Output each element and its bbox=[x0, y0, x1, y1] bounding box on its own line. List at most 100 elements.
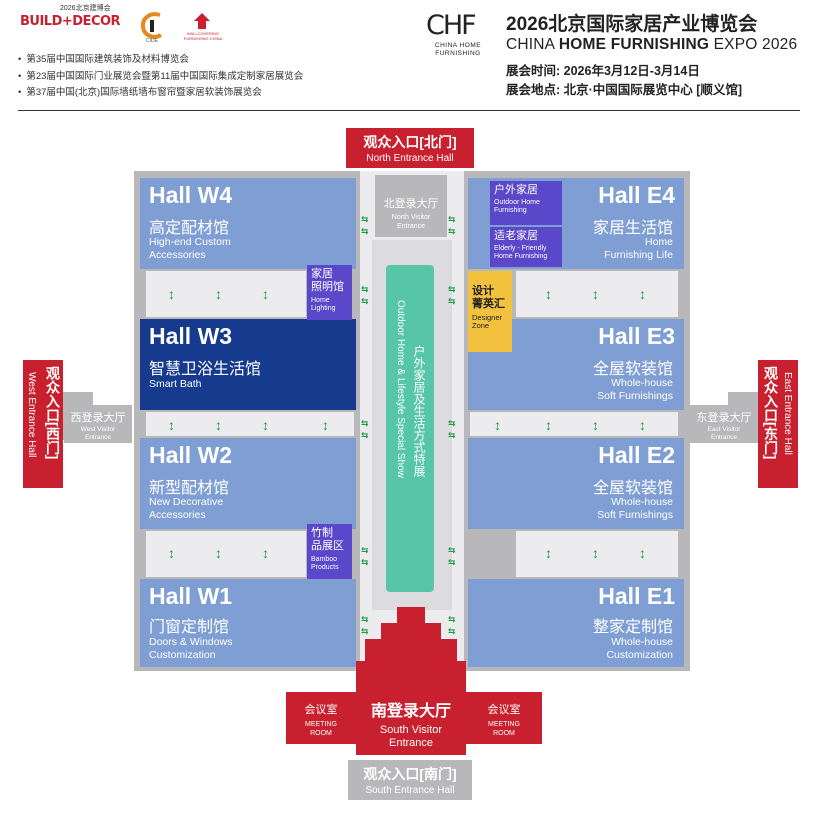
hall-e1[interactable]: Hall E1 整家定制馆 Whole-house Customization bbox=[468, 579, 684, 667]
arrow-horizontal: ⇆ bbox=[448, 545, 455, 555]
south-entrance-en: South Entrance Hall bbox=[365, 785, 455, 796]
hall-w1-cn: 门窗定制馆 bbox=[149, 619, 230, 636]
hall-e2[interactable]: Hall E2 全屋软装馆 Whole-house Soft Furnishin… bbox=[468, 438, 684, 529]
zone-lighting-cn: 家居 照明馆 bbox=[311, 268, 348, 294]
expo-title-en-bold: HOME FURNISHING bbox=[558, 36, 710, 53]
connector-w3-w2 bbox=[146, 412, 354, 436]
arrow-horizontal: ⇆ bbox=[361, 614, 368, 624]
hall-w3[interactable]: Hall W3 智慧卫浴生活馆 Smart Bath bbox=[140, 319, 356, 410]
arrow-horizontal: ⇆ bbox=[361, 557, 368, 567]
hall-w4[interactable]: Hall W4 高定配材馆 High-end Custom Accessorie… bbox=[140, 178, 356, 269]
zone-designer-en: Designer Zone bbox=[472, 314, 508, 330]
arrow-vertical: ↕ bbox=[545, 286, 552, 302]
hall-e2-en-1: Whole-house bbox=[611, 496, 673, 508]
arrow-horizontal: ⇆ bbox=[361, 226, 368, 236]
zone-outdoor-en: Outdoor Home Furnishing bbox=[494, 199, 558, 215]
zone-bamboo-cn-1: 竹制 bbox=[311, 527, 333, 539]
south-visitor-entrance[interactable]: 南登录大厅 South Visitor Entrance bbox=[356, 661, 466, 755]
hall-e1-en-1: Whole-house bbox=[611, 636, 673, 648]
hall-e1-title: Hall E1 bbox=[598, 583, 675, 609]
special-show-area[interactable] bbox=[386, 265, 434, 592]
hall-e3-en-1: Whole-house bbox=[611, 377, 673, 389]
arrow-vertical: ↕ bbox=[545, 545, 552, 561]
hall-w1-en: Doors & Windows Customization bbox=[149, 636, 232, 662]
cide-logo-icon bbox=[140, 12, 162, 39]
zone-elderly-en: Elderly - Friendly Home Furnishing bbox=[494, 245, 558, 261]
expo-title-en: CHINA HOME FURNISHING EXPO 2026 bbox=[506, 36, 797, 54]
zone-home-lighting[interactable]: 家居 照明馆 Home Lighting bbox=[307, 265, 352, 320]
south-stem-2 bbox=[381, 623, 441, 639]
zone-designer-en-2: Zone bbox=[472, 321, 490, 330]
hall-e2-cn: 全屋软装馆 bbox=[592, 480, 673, 497]
expo-title-en-2: EXPO 2026 bbox=[709, 36, 798, 53]
hall-w2-title: Hall W2 bbox=[149, 442, 233, 468]
west-visitor-en-1: West Visitor bbox=[80, 426, 116, 433]
meeting-room-east-en-1: MEETING bbox=[488, 721, 520, 728]
east-entrance[interactable]: 观众入口[东门] East Entrance Hall bbox=[758, 360, 798, 488]
zone-bamboo-products[interactable]: 竹制 品展区 Bamboo Products bbox=[307, 524, 352, 579]
arrow-vertical: ↕ bbox=[168, 545, 175, 561]
west-visitor-entrance[interactable]: 西登录大厅 West Visitor Entrance bbox=[64, 405, 132, 443]
hall-w4-cn: 高定配材馆 bbox=[149, 220, 230, 237]
hall-w4-en: High-end Custom Accessories bbox=[149, 236, 231, 262]
meeting-room-east-cn: 会议室 bbox=[487, 704, 521, 716]
sub-expo-item: 第23届中国国际门业展览会暨第11届中国国际集成定制家居展览会 bbox=[18, 69, 303, 86]
west-entrance[interactable]: 观众入口[西门] West Entrance Hall bbox=[23, 360, 63, 488]
connector-e4-e3 bbox=[516, 271, 678, 317]
meeting-room-east[interactable]: 会议室 MEETING ROOM bbox=[466, 692, 542, 744]
hall-w4-en-1: High-end Custom bbox=[149, 236, 231, 248]
arrow-vertical: ↕ bbox=[639, 545, 646, 561]
zone-lighting-cn-2: 照明馆 bbox=[311, 281, 344, 293]
hall-w2-en-1: New Decorative bbox=[149, 496, 224, 508]
zone-elderly-en-1: Elderly - Friendly bbox=[494, 245, 547, 252]
zone-outdoor-en-2: Furnishing bbox=[494, 207, 527, 214]
hall-w1[interactable]: Hall W1 门窗定制馆 Doors & Windows Customizat… bbox=[140, 579, 356, 667]
arrow-vertical: ↕ bbox=[639, 286, 646, 302]
zone-outdoor-home[interactable]: 户外家居 Outdoor Home Furnishing bbox=[490, 181, 562, 225]
zone-designer[interactable]: 设计 菁英汇 Designer Zone bbox=[468, 271, 512, 352]
header-divider bbox=[18, 110, 800, 111]
north-visitor-entrance[interactable]: 北登录大厅 North Visitor Entrance bbox=[375, 175, 447, 237]
east-visitor-cn: 东登录大厅 bbox=[696, 412, 752, 424]
zone-lighting-en-1: Home bbox=[311, 297, 330, 304]
expo-info: 展会时间: 2026年3月12日-3月14日 展会地点: 北京·中国国际展览中心… bbox=[506, 62, 742, 100]
north-visitor-en-1: North Visitor bbox=[391, 214, 431, 221]
hall-e1-en: Whole-house Customization bbox=[606, 636, 673, 662]
arrow-vertical: ↕ bbox=[545, 417, 552, 433]
zone-bamboo-cn-2: 品展区 bbox=[311, 540, 344, 552]
south-entrance[interactable]: 观众入口[南门] South Entrance Hall bbox=[348, 760, 472, 800]
zone-lighting-en-2: Lighting bbox=[311, 305, 336, 312]
zone-outdoor-cn: 户外家居 bbox=[494, 184, 538, 196]
hall-w2-en: New Decorative Accessories bbox=[149, 496, 223, 522]
hall-w3-title: Hall W3 bbox=[149, 323, 233, 349]
meeting-room-west[interactable]: 会议室 MEETING ROOM bbox=[286, 692, 356, 744]
hall-w4-title: Hall W4 bbox=[149, 182, 233, 208]
hall-w2-cn: 新型配材馆 bbox=[149, 480, 230, 497]
special-show-en: Outdoor Home & Lifestyle Special Show bbox=[390, 300, 410, 560]
arrow-horizontal: ⇆ bbox=[448, 226, 455, 236]
zone-designer-cn: 设计 菁英汇 bbox=[472, 285, 508, 311]
wallcovering-logo-icon bbox=[194, 13, 210, 29]
west-visitor-en: West Visitor Entrance bbox=[64, 426, 132, 442]
zone-bamboo-en: Bamboo Products bbox=[311, 556, 348, 572]
arrow-vertical: ↕ bbox=[639, 417, 646, 433]
west-entrance-cn: 观众入口[西门] bbox=[45, 366, 61, 460]
hall-e3[interactable]: Hall E3 全屋软装馆 Whole-house Soft Furnishin… bbox=[468, 319, 684, 410]
arrow-vertical: ↕ bbox=[215, 286, 222, 302]
hall-w3-en: Smart Bath bbox=[149, 378, 202, 390]
south-visitor-en-1: South Visitor bbox=[379, 724, 443, 736]
zone-elderly-home[interactable]: 适老家居 Elderly - Friendly Home Furnishing bbox=[490, 227, 562, 267]
hall-w2[interactable]: Hall W2 新型配材馆 New Decorative Accessories bbox=[140, 438, 356, 529]
chf-logo: CHF bbox=[426, 10, 477, 41]
arrow-vertical: ↕ bbox=[262, 545, 269, 561]
hall-w1-title: Hall W1 bbox=[149, 583, 233, 609]
hall-e4-title: Hall E4 bbox=[598, 182, 675, 208]
arrow-vertical: ↕ bbox=[494, 417, 501, 433]
east-visitor-en-1: East Visitor bbox=[707, 426, 741, 433]
zone-bamboo-en-2: Products bbox=[311, 564, 339, 571]
east-visitor-entrance[interactable]: 东登录大厅 East Visitor Entrance bbox=[690, 405, 758, 443]
north-entrance[interactable]: 观众入口[北门] North Entrance Hall bbox=[346, 128, 474, 168]
west-visitor-cn: 西登录大厅 bbox=[70, 412, 126, 424]
meeting-room-west-en: MEETING ROOM bbox=[286, 720, 356, 738]
arrow-horizontal: ⇆ bbox=[361, 418, 368, 428]
